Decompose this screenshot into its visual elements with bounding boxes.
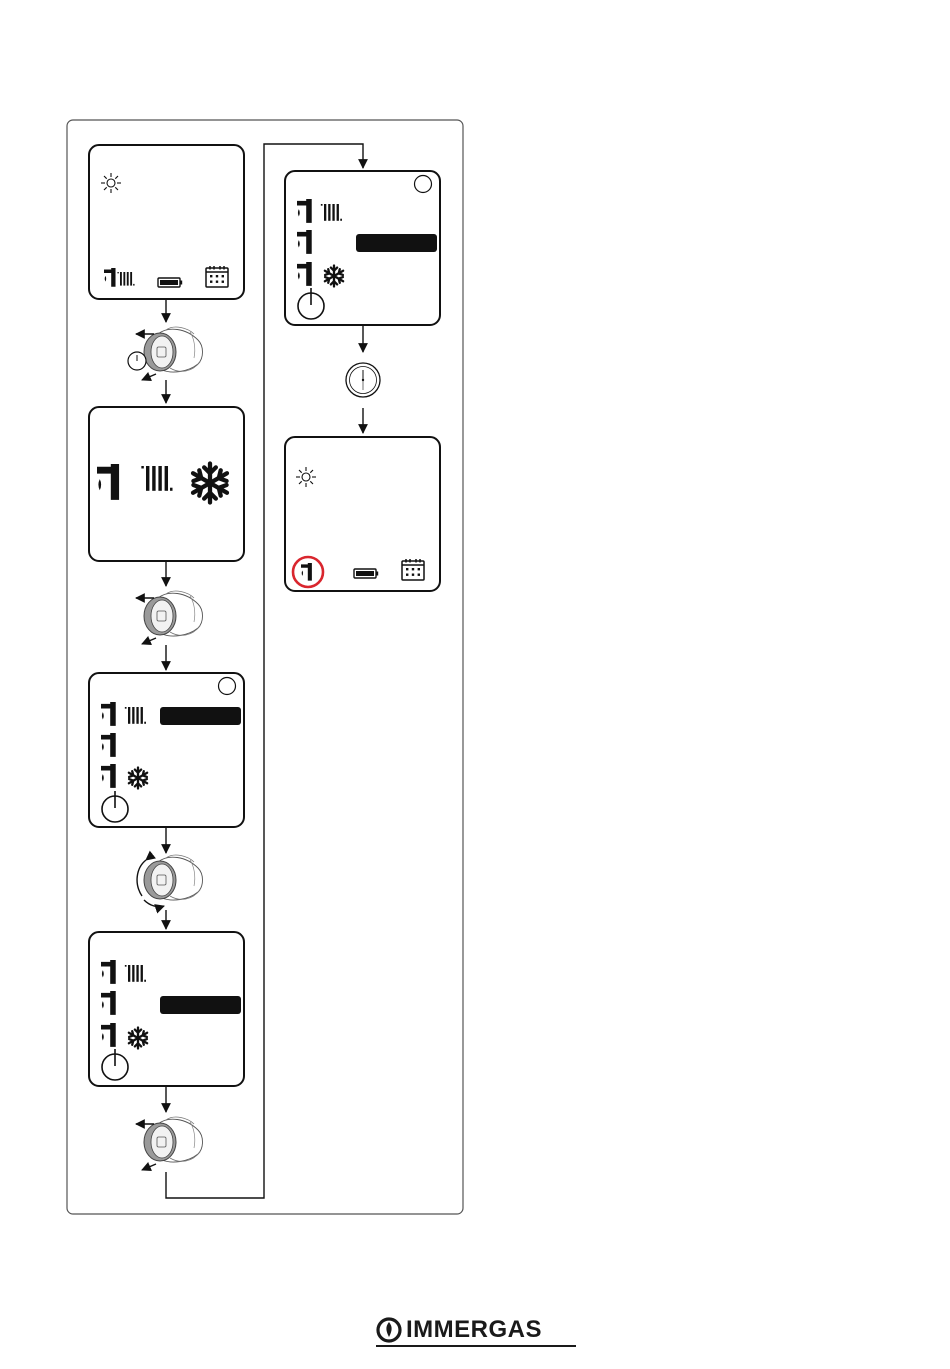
- flame-logo-icon: [376, 1317, 402, 1343]
- knob-press-icon: [136, 591, 203, 644]
- knob-press-icon: [136, 1117, 203, 1170]
- logo-underline: [376, 1345, 576, 1347]
- knob-rotate-icon: [137, 855, 202, 907]
- screen-menu-heating-selected: [89, 673, 244, 827]
- brand-logo: IMMERGAS: [376, 1313, 576, 1347]
- screen-mode-icons: [89, 407, 244, 561]
- selection-bar: [356, 234, 437, 252]
- screen-menu-dhw-confirm: [285, 171, 440, 325]
- screen-menu-dhw-selected: [89, 932, 244, 1086]
- selection-bar: [160, 707, 241, 725]
- screen-home-dhw: [285, 437, 440, 591]
- clock-icon: [346, 363, 380, 397]
- selection-bar: [160, 996, 241, 1014]
- knob-press-icon: [128, 327, 203, 380]
- screen-home-1: [89, 145, 244, 299]
- brand-name: IMMERGAS: [406, 1316, 542, 1344]
